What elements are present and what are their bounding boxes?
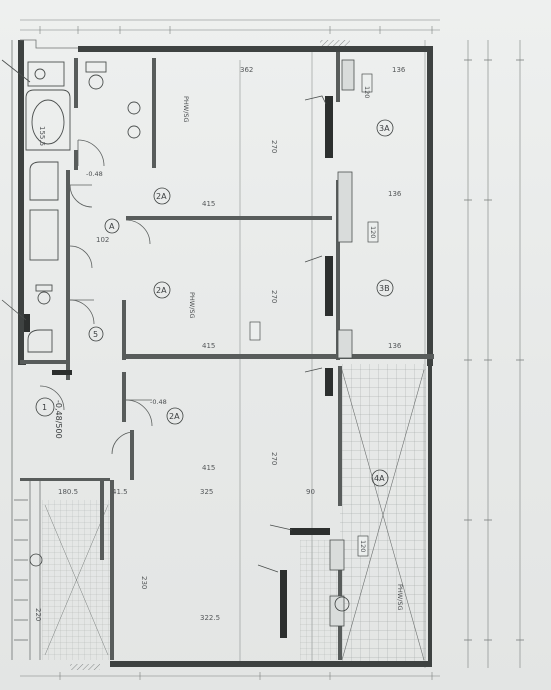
room-number-1: 1 [42,403,47,412]
dim-misc-136: 136 [388,190,402,198]
dim-stair-220: 220 [34,608,42,621]
room-number-3b: 3B [379,284,390,293]
door-tag-1: 120 [363,86,371,98]
area-note-1: PHW/SG [182,96,190,123]
bathroom-fixtures [25,61,141,353]
dim-mid-415-a: 415 [202,200,215,208]
room-labels: 1 2A 2A 2A 3A 3B 4A 5 A [42,124,390,483]
dim-bath-155-5: 155.5 [38,126,46,146]
dim-stair-180-5: 180.5 [58,488,78,496]
door-tag-2: 120 [369,226,377,238]
dim-mid-415-b: 415 [202,342,215,350]
dim-misc-102: 102 [96,236,109,244]
room-number-2a-low: 2A [169,412,180,421]
bottom-dimension-chain [20,672,440,680]
dim-vert-270-a: 270 [270,140,278,153]
right-dimension-chain [464,40,524,668]
radiators [24,96,333,638]
dim-stair-41-5: 41.5 [112,488,128,496]
dimension-labels: 362 136 415 415 415 136 325 90 322.5 270… [34,66,406,622]
level-tag-2: -0.48 [150,398,167,406]
room-number-2a-mid: 2A [156,286,167,295]
dim-vert-270-c: 270 [270,452,278,465]
dim-mid-415-c: 415 [202,464,215,472]
level-tag: -0.48 [86,170,103,178]
room-number-3a: 3A [379,124,390,133]
dim-vert-270-b: 270 [270,290,278,303]
top-dimension-chain [20,19,440,34]
dim-mid-136: 136 [388,342,402,350]
door-swings [39,139,153,455]
room-number-5: 5 [93,330,98,339]
room-number-a: A [109,222,115,231]
dim-low-90: 90 [306,488,315,496]
room-number-4a: 4A [374,474,385,483]
dim-low-325: 325 [200,488,213,496]
elevation-stamp: -0,48/500 [54,400,63,439]
door-tag-3: 120 [359,540,367,552]
area-note-2: PHW/SG [188,292,196,319]
dim-misc-230: 230 [140,576,148,589]
area-note-3: PHW/SG [396,584,404,611]
dim-top-136: 136 [392,66,406,74]
dim-top-362: 362 [240,66,253,74]
room-number-2a-top: 2A [156,192,167,201]
annotation-labels: -0.48 -0.48 120 120 120 -0,48/500 PHW/SG… [54,86,404,611]
dim-low-322-5: 322.5 [200,614,220,622]
